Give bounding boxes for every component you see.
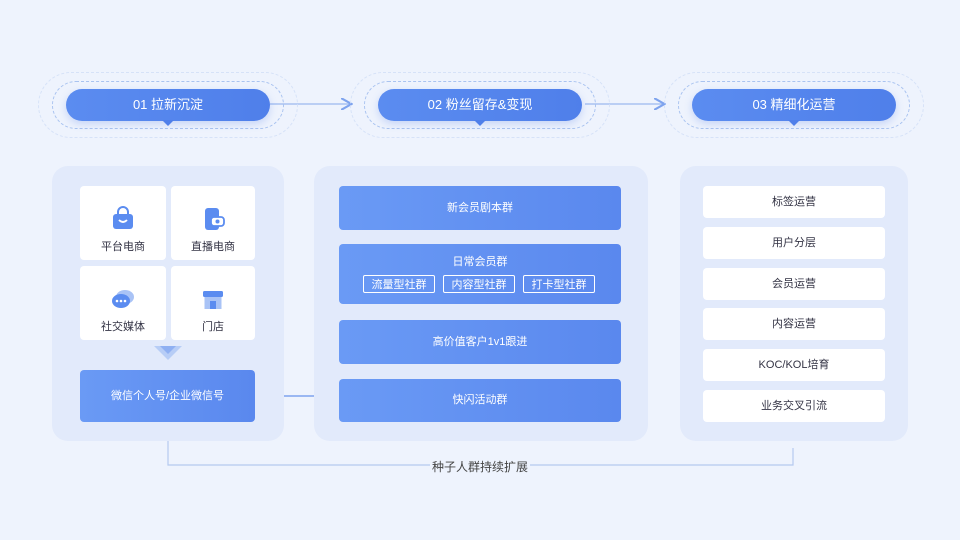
high-value-followup: 高价值客户1v1跟进	[339, 320, 621, 364]
wechat-account-box: 微信个人号/企业微信号	[80, 370, 255, 422]
koc-kol-cultivation: KOC/KOL培育	[703, 349, 885, 381]
stage-1-label: 01 拉新沉淀	[66, 89, 270, 121]
flash-event-group: 快闪活动群	[339, 379, 621, 422]
tile-label: 门店	[202, 321, 224, 333]
chip-checkin-group: 打卡型社群	[523, 275, 595, 293]
chip-traffic-group: 流量型社群	[363, 275, 435, 293]
daily-member-label: 日常会员群	[452, 256, 508, 268]
business-cross-traffic: 业务交叉引流	[703, 390, 885, 422]
down-arrow-icon	[154, 346, 182, 367]
shopping-bag-icon	[80, 206, 166, 232]
stage-1: 01 拉新沉淀	[38, 72, 298, 138]
storefront-icon	[171, 286, 255, 312]
tile-platform-ecommerce: 平台电商	[80, 186, 166, 260]
daily-member-group: 日常会员群 流量型社群 内容型社群 打卡型社群	[339, 244, 621, 304]
tile-label: 社交媒体	[101, 321, 145, 333]
stage-2: 02 粉丝留存&变现	[350, 72, 610, 138]
stage-3-label: 03 精细化运营	[692, 89, 896, 121]
stage-2-label: 02 粉丝留存&变现	[378, 89, 582, 121]
chat-bubble-icon	[80, 286, 166, 312]
live-phone-icon	[171, 206, 255, 232]
tile-live-ecommerce: 直播电商	[171, 186, 255, 260]
stage-3: 03 精细化运营	[664, 72, 924, 138]
tile-social-media: 社交媒体	[80, 266, 166, 340]
content-operation: 内容运营	[703, 308, 885, 340]
tile-label: 直播电商	[191, 241, 235, 253]
tag-operation: 标签运营	[703, 186, 885, 218]
tile-store: 门店	[171, 266, 255, 340]
user-segmentation: 用户分层	[703, 227, 885, 259]
new-member-group: 新会员剧本群	[339, 186, 621, 230]
seed-expansion-caption: 种子人群持续扩展	[430, 457, 530, 477]
tile-label: 平台电商	[101, 241, 145, 253]
member-operation: 会员运营	[703, 268, 885, 300]
chip-content-group: 内容型社群	[443, 275, 515, 293]
